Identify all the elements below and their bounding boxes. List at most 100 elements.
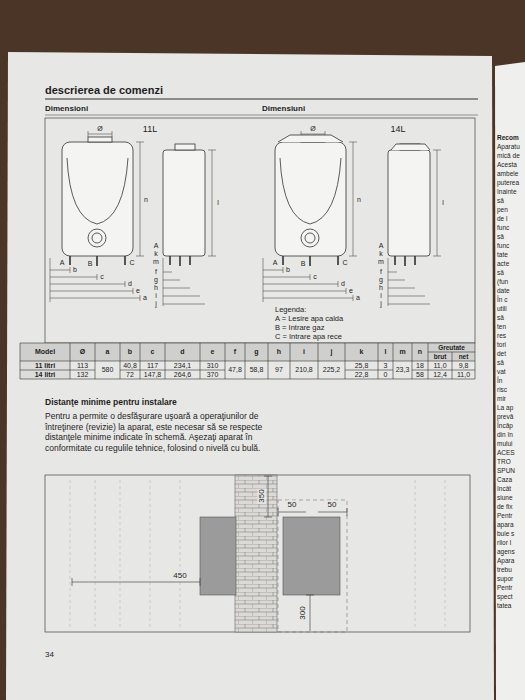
table-grid [245, 343, 246, 379]
facing-page-text: (fun [497, 278, 508, 285]
dimension-letter: b [72, 266, 78, 274]
table-grid [20, 343, 475, 361]
table-header: b [128, 348, 132, 356]
facing-page-text: mir [497, 395, 506, 402]
dimension-letter: h [153, 284, 159, 292]
table-header: c [151, 348, 155, 356]
dimension-letter: j [154, 300, 158, 308]
table-cell: 14 litri [35, 370, 56, 378]
facing-page-text: tate [497, 251, 508, 258]
table-grid [20, 361, 475, 362]
facing-page-text: tori [497, 341, 506, 348]
table-cell: 3 [384, 361, 388, 369]
table-header: Model [35, 348, 55, 356]
dimension-letter: A [272, 259, 279, 267]
table-grid [165, 370, 200, 371]
facing-page-text: tatea [497, 602, 511, 609]
dimension-letter: Ø [309, 125, 316, 133]
page-number: 34 [45, 650, 54, 659]
table-cell: 310 [207, 361, 219, 369]
table-grid [378, 343, 379, 379]
table-header: k [360, 348, 364, 356]
table-grid [412, 370, 428, 371]
heater-front-view [50, 131, 144, 302]
heater-front-view [50, 258, 51, 302]
model-label: 14L [390, 124, 405, 134]
table-cell: 147,8 [144, 370, 162, 378]
section-label: Dimensioni [45, 104, 88, 113]
heater-front-view [67, 158, 128, 224]
table-grid [70, 370, 95, 371]
table-grid [20, 343, 475, 379]
facing-page-text: TRO [497, 458, 511, 465]
dimension-letter: m [152, 258, 160, 266]
table-grid [452, 352, 453, 379]
facing-page-text: acte [497, 260, 509, 267]
dimension-letter: A [153, 242, 160, 250]
facing-page-text: date [497, 287, 510, 294]
section-rule [45, 115, 478, 116]
facing-page-text: În c [497, 296, 507, 303]
facing-page-text: puterea [497, 179, 519, 186]
table-cell: 370 [207, 370, 219, 378]
dimension-letter: a [142, 294, 148, 302]
facing-page-text: de fix [497, 503, 513, 510]
facing-page-text: de l [497, 215, 507, 222]
heater-side-view [388, 144, 441, 306]
table-grid [200, 370, 225, 371]
installation-drawing [200, 517, 236, 595]
left-page [6, 52, 494, 700]
body-text: Pentru a permite o desfăşurare uşoară a … [45, 411, 285, 454]
table-cell: 113 [77, 361, 88, 369]
facing-page-text: Aparatu [497, 143, 520, 150]
drawing-frame [45, 118, 475, 343]
table-header: f [234, 348, 236, 356]
table-grid [140, 343, 141, 379]
heater-front-view [263, 131, 357, 302]
table-cell: 40,8 [123, 361, 137, 369]
table-grid [120, 343, 121, 379]
heater-side-view [163, 144, 216, 306]
table-cell: 12,4 [433, 370, 447, 378]
dimension-letter: C [128, 259, 135, 267]
dimension-letter: k [378, 250, 384, 258]
dimension-letter: j [379, 300, 383, 308]
dimension-letter: l [216, 199, 220, 207]
flue-hood [391, 144, 430, 150]
table-grid [290, 343, 291, 379]
dimension-letter: g [153, 276, 159, 284]
installation-drawing [278, 500, 347, 632]
facing-page-text: Apara [497, 557, 514, 564]
table-cell: 117 [147, 361, 158, 369]
legend-line: A = Lesire apa calda [275, 315, 343, 324]
table-cell: 58 [416, 370, 424, 378]
dimension-letter: B [300, 260, 307, 268]
dimension-letter: k [153, 250, 159, 258]
dimension-letter: h [378, 284, 384, 292]
heater-side-view [208, 150, 216, 256]
dimension-letter: n [143, 196, 149, 204]
dimension-value: 350 [257, 488, 266, 503]
table-cell: 22,8 [355, 370, 369, 378]
installation-drawing [45, 475, 470, 632]
dimension-value: 450 [172, 571, 187, 580]
table-header: Ø [80, 348, 85, 356]
facing-page-text: mică de [497, 152, 520, 159]
model-label: 11L [143, 124, 157, 134]
table-grid [200, 343, 201, 379]
dimension-letter: b [285, 266, 291, 274]
facing-page-text: încât [497, 485, 511, 492]
table-grid [345, 370, 378, 371]
heater-side-view [163, 150, 205, 256]
table-cell: 11,0 [457, 370, 470, 378]
heater-front-view [88, 137, 112, 142]
table-grid [318, 343, 319, 379]
table-grid [345, 343, 346, 379]
facing-page-text: să [497, 197, 504, 204]
heater-front-view [92, 233, 102, 243]
table-cell: 9,8 [459, 361, 469, 369]
facing-page-text: ambele [497, 170, 518, 177]
facing-page-text: SPUN [497, 467, 515, 474]
table-cell: 11 litri [35, 361, 55, 369]
